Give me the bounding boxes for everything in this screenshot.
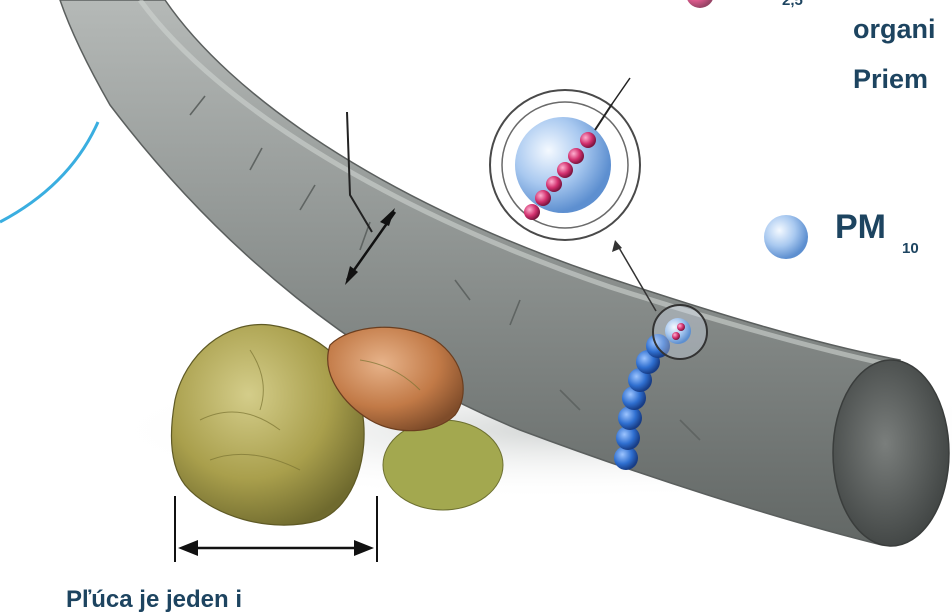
hair-cut-end: [833, 360, 949, 546]
pm25-sphere-icon: [686, 0, 714, 8]
bottom-caption: Pľúca je jeden i: [66, 586, 242, 614]
pm10-subscript: 10: [902, 240, 919, 257]
organic-label-line1: organi: [853, 14, 936, 45]
pm10-label: PM: [835, 208, 886, 247]
magnified-particle-view: [490, 78, 640, 240]
accent-curve: [0, 122, 98, 222]
pm10-sphere-icon: [764, 215, 808, 259]
pm25-subscript: 2,5: [782, 0, 803, 9]
organic-label-line2: Priem: [853, 64, 928, 95]
